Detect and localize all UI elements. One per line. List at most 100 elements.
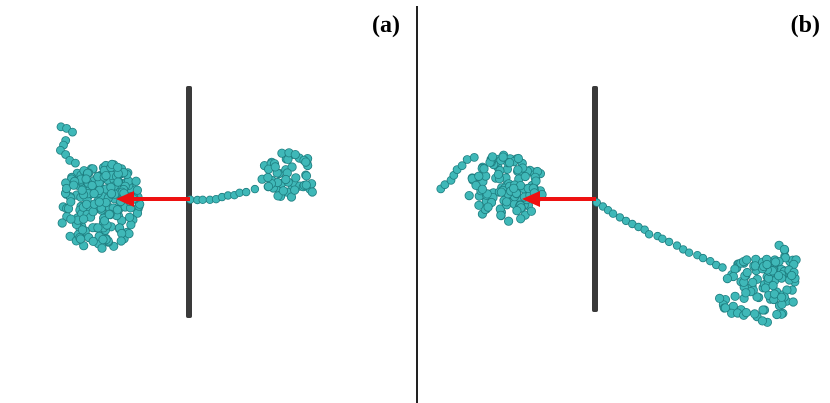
- bead: [714, 293, 725, 303]
- bead: [722, 273, 732, 284]
- bead: [278, 186, 288, 196]
- bead: [61, 150, 70, 159]
- bead: [698, 253, 708, 263]
- bead: [526, 206, 537, 216]
- bead: [773, 271, 784, 281]
- bead: [263, 172, 273, 183]
- bead: [479, 164, 489, 174]
- simulation-snapshot-b: [436, 86, 801, 327]
- polymer-chain: [436, 150, 801, 327]
- bead: [104, 209, 115, 219]
- bead: [89, 189, 99, 199]
- bead: [281, 174, 291, 185]
- bead: [757, 316, 767, 326]
- bead: [77, 225, 88, 235]
- bead: [106, 189, 117, 199]
- bead: [672, 241, 682, 250]
- bead: [750, 309, 760, 319]
- bead: [776, 292, 787, 302]
- bead: [762, 259, 772, 270]
- bead: [772, 309, 782, 320]
- bead: [98, 235, 108, 245]
- bead: [93, 223, 103, 233]
- bead: [116, 236, 126, 246]
- bead: [496, 187, 507, 197]
- bead: [76, 234, 86, 244]
- bead: [644, 230, 654, 239]
- bead: [79, 214, 89, 224]
- simulation-snapshot-a: [56, 86, 317, 318]
- bead: [250, 184, 260, 194]
- bead: [97, 243, 107, 253]
- bead: [68, 127, 77, 137]
- bead: [730, 264, 740, 274]
- bead: [474, 200, 484, 210]
- bead: [787, 270, 797, 281]
- bead: [742, 267, 752, 278]
- bead: [487, 152, 498, 162]
- bead: [301, 180, 311, 190]
- panel-label: (a): [372, 12, 400, 38]
- panel-a: (a): [56, 12, 400, 318]
- bead: [520, 171, 530, 182]
- bead: [768, 280, 778, 291]
- bead: [730, 291, 740, 301]
- bead: [464, 191, 474, 201]
- bead: [477, 184, 488, 194]
- bead: [99, 216, 110, 226]
- bead: [241, 187, 251, 197]
- bead: [57, 218, 67, 228]
- bead: [198, 195, 207, 204]
- bead: [469, 152, 479, 162]
- bead: [770, 257, 781, 267]
- bead: [718, 263, 727, 272]
- bead: [513, 165, 523, 175]
- bead: [290, 150, 300, 160]
- translocation-arrow: [522, 191, 596, 207]
- bead: [504, 216, 514, 226]
- bead: [483, 202, 493, 212]
- bead: [741, 307, 751, 318]
- bead: [131, 176, 141, 186]
- bead: [474, 171, 484, 181]
- bead: [82, 199, 92, 209]
- bead: [270, 162, 280, 172]
- bead: [94, 197, 104, 207]
- bead: [101, 171, 111, 181]
- bead: [496, 210, 506, 220]
- bead: [88, 236, 98, 246]
- bead: [301, 171, 312, 181]
- bead: [307, 187, 317, 197]
- bead: [509, 183, 519, 193]
- bead: [720, 303, 730, 313]
- bead: [77, 185, 87, 195]
- panel-divider: [416, 6, 418, 403]
- bead: [664, 237, 674, 247]
- bead: [66, 214, 76, 224]
- panel-b: (b): [418, 0, 830, 403]
- bead: [287, 162, 297, 172]
- bead: [505, 158, 515, 168]
- bead: [113, 162, 123, 172]
- bead: [290, 185, 300, 195]
- bead: [516, 214, 526, 224]
- bead: [706, 257, 715, 266]
- bead: [779, 244, 789, 254]
- bead: [658, 234, 667, 243]
- bead: [291, 173, 301, 183]
- bead: [132, 185, 142, 195]
- bead: [263, 181, 274, 192]
- bead: [742, 255, 752, 265]
- bead: [608, 209, 618, 218]
- bead: [440, 180, 450, 190]
- bead: [112, 205, 123, 215]
- bead: [758, 305, 768, 315]
- bead: [741, 288, 751, 298]
- bead: [88, 207, 98, 217]
- bead: [493, 169, 504, 179]
- bead: [748, 277, 758, 287]
- bead: [684, 248, 694, 257]
- bead: [71, 158, 80, 168]
- bead: [81, 174, 91, 184]
- bead: [498, 152, 508, 162]
